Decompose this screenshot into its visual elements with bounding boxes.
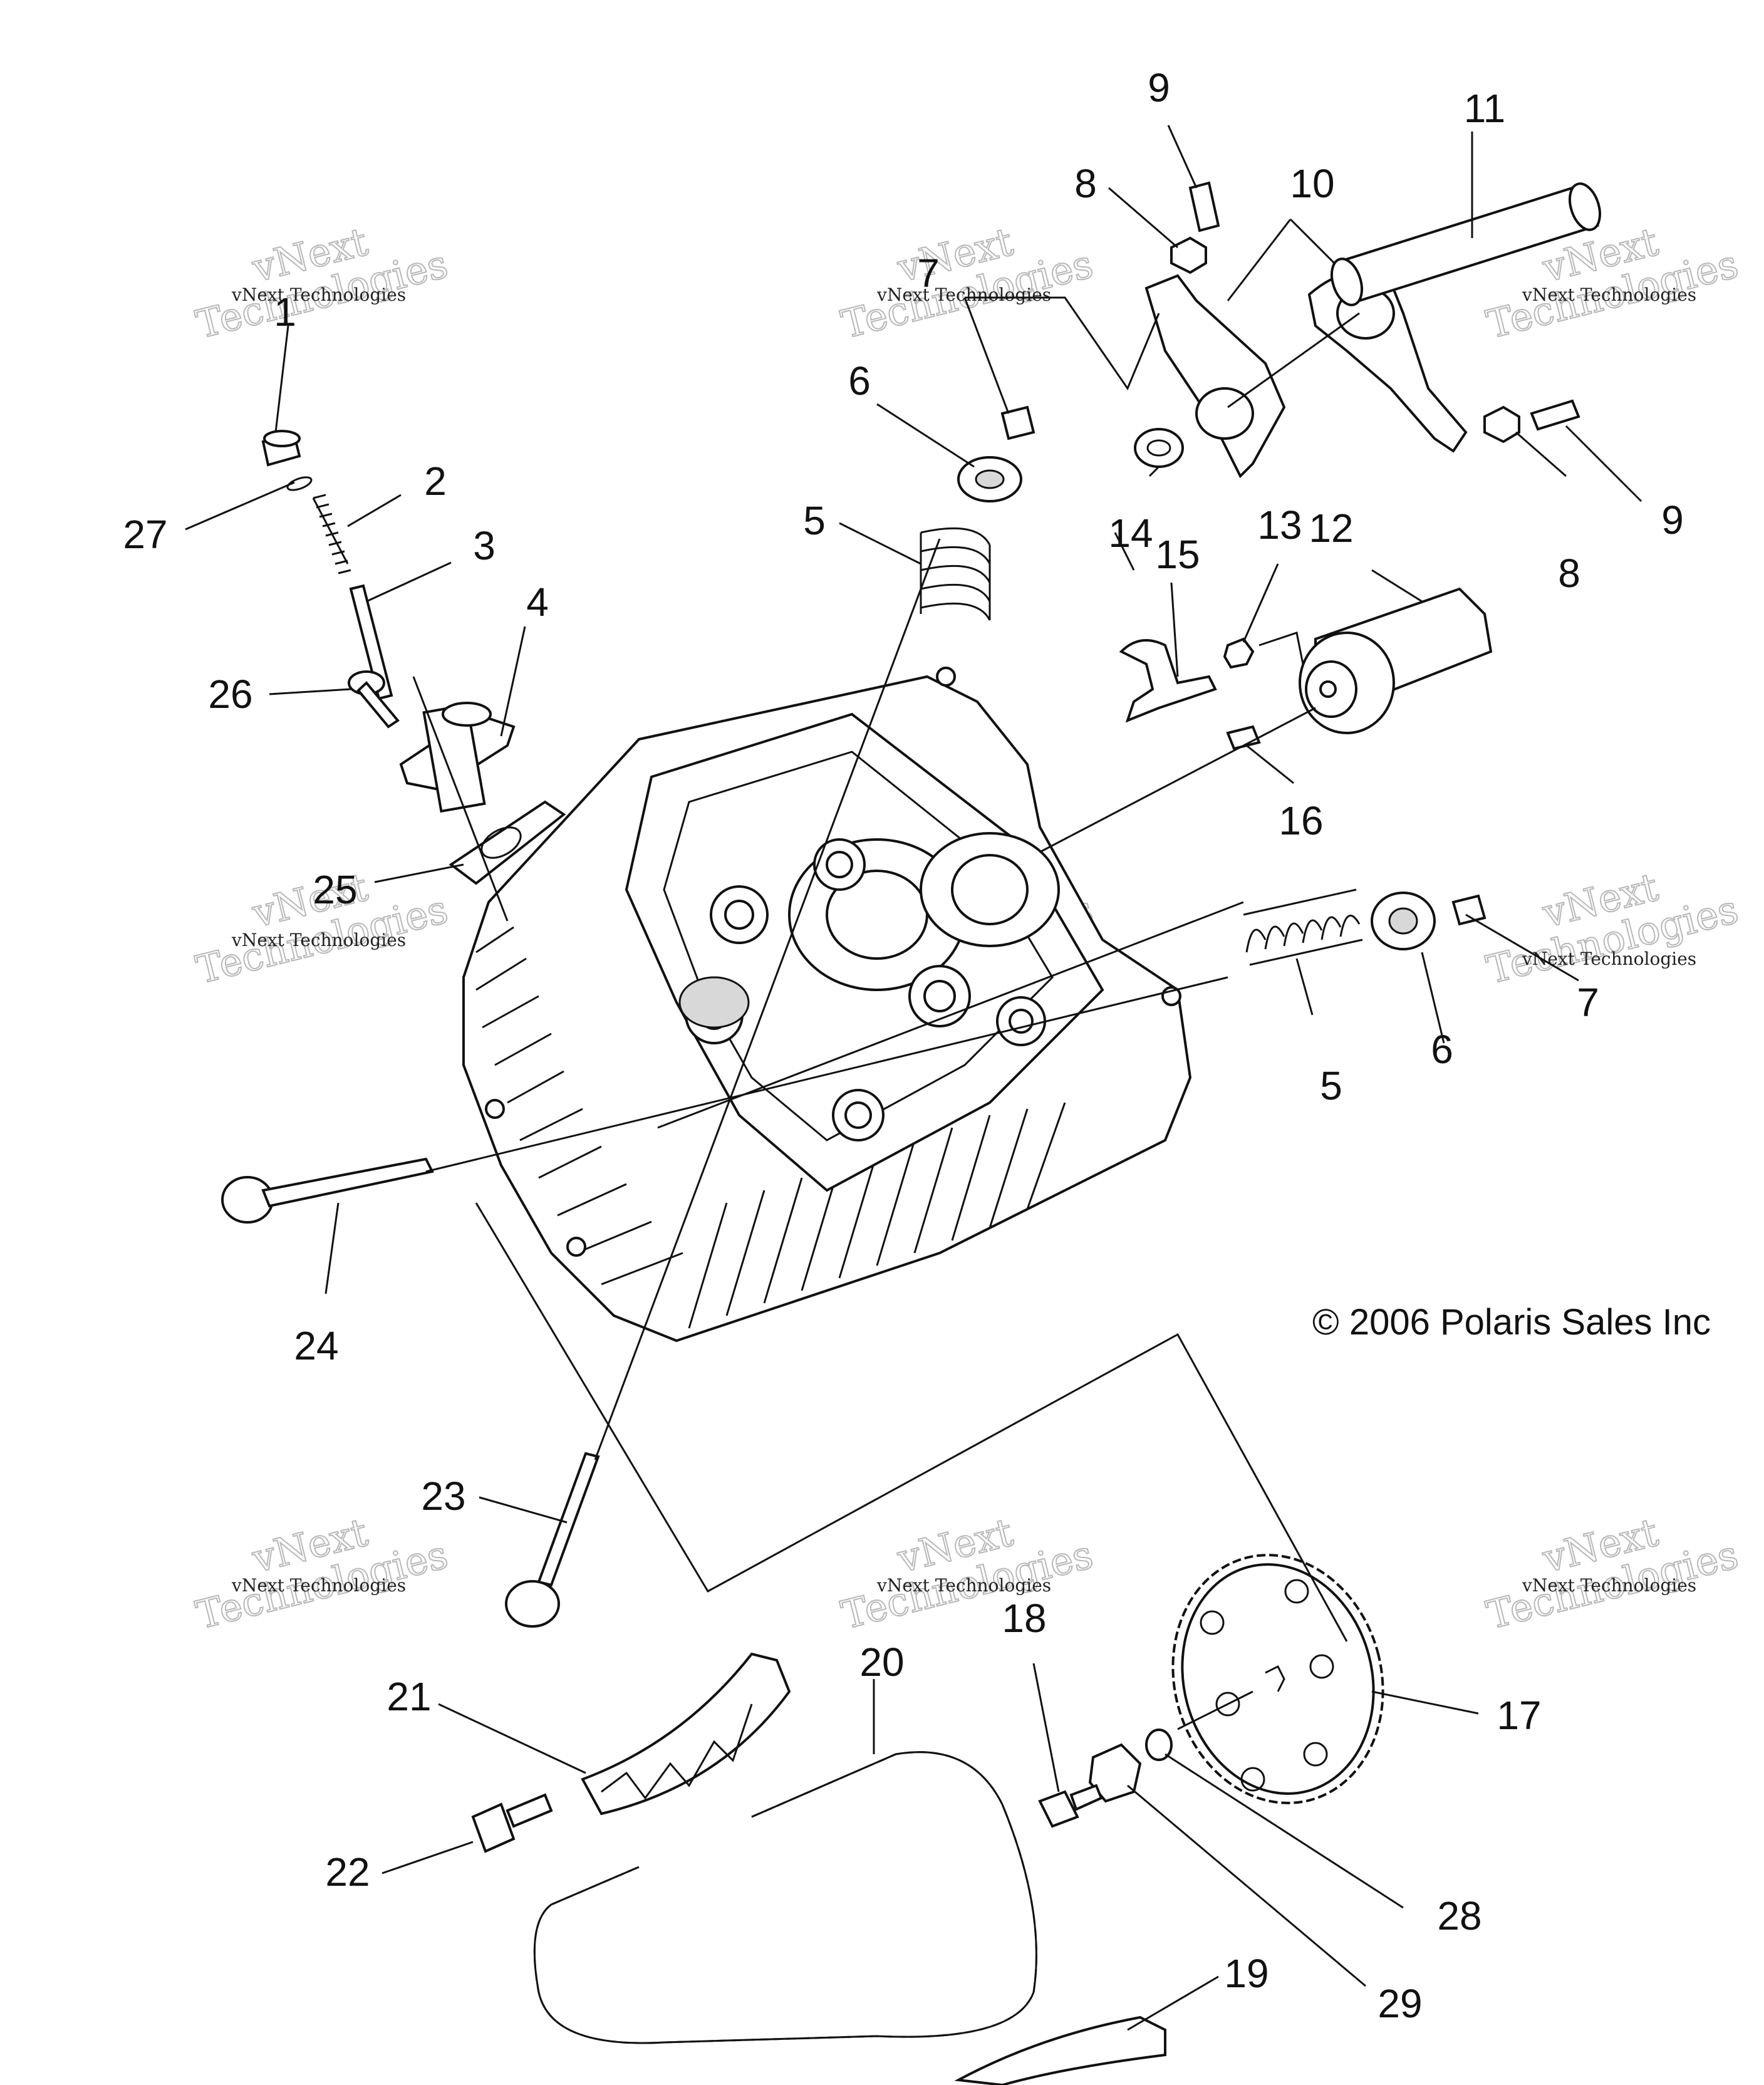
callout-15: 15 — [1155, 532, 1200, 577]
part-17-cam-sprocket — [1171, 1554, 1384, 1804]
svg-text:vNext Technologies: vNext Technologies — [231, 284, 406, 305]
part-21-chain-guide — [581, 1652, 791, 1816]
callout-9-upper: 9 — [1148, 65, 1170, 110]
callout-28: 28 — [1437, 1893, 1481, 1938]
part-25-gasket — [449, 800, 566, 885]
callout-25: 25 — [313, 867, 357, 912]
callout-23: 23 — [421, 1474, 465, 1519]
callout-11: 11 — [1464, 86, 1505, 131]
watermark-bottom-left: vNext Technologies vNext Technologies — [191, 1509, 453, 1639]
part-6-retainer-upper — [957, 456, 1022, 502]
callout-29: 29 — [1377, 1981, 1422, 2026]
part-5-valve-spring-upper — [920, 527, 991, 621]
leader-lines — [185, 125, 1642, 2031]
callout-7-lower: 7 — [1577, 980, 1599, 1025]
callout-12: 12 — [1309, 506, 1353, 551]
svg-text:vNext Technologies: vNext Technologies — [231, 930, 406, 950]
callout-20: 20 — [859, 1640, 904, 1685]
callout-8-lower: 8 — [1558, 551, 1580, 596]
watermark-bottom-right: vNext Technologies vNext Technologies — [1481, 1509, 1743, 1639]
part-27-o-ring — [286, 476, 313, 491]
part-5-valve-spring-lower — [1243, 888, 1363, 966]
part-10-rocker-arms — [1144, 271, 1468, 479]
part-15-decompressor — [1119, 639, 1217, 723]
callout-16: 16 — [1279, 798, 1323, 843]
callout-4: 4 — [526, 580, 549, 625]
part-2-spring — [312, 494, 351, 575]
part-12-camshaft — [1299, 587, 1493, 734]
callout-labels: 1 2 3 4 5 5 6 6 7 7 8 8 9 9 10 11 12 13 … — [123, 65, 1683, 2026]
svg-text:vNext Technologies: vNext Technologies — [1522, 284, 1696, 305]
part-8-nut-lower — [1483, 405, 1520, 444]
watermark-mid-right: vNext Technologies vNext Technologies — [1481, 863, 1743, 994]
part-8-nut-upper — [1170, 236, 1207, 274]
part-26-bolt — [348, 670, 400, 729]
part-19-chain-guide-lower — [954, 2015, 1166, 2085]
part-7-keeper-upper — [1000, 405, 1035, 440]
callout-6-upper: 6 — [848, 358, 871, 403]
callout-14: 14 — [1108, 511, 1153, 556]
svg-text:vNext Technologies: vNext Technologies — [1522, 949, 1696, 969]
callout-3: 3 — [473, 523, 495, 568]
callout-26: 26 — [208, 672, 252, 717]
callout-2: 2 — [424, 459, 447, 504]
part-3-pin — [349, 584, 393, 700]
part-16-dowel — [1226, 725, 1261, 751]
watermark-top-left: vNext Technologies vNext Technologies — [191, 218, 453, 348]
part-24-valve-exhaust — [221, 1157, 434, 1224]
watermark-bottom-center: vNext Technologies vNext Technologies — [836, 1509, 1098, 1639]
svg-text:vNext Technologies: vNext Technologies — [231, 1575, 406, 1596]
callout-8-upper: 8 — [1074, 161, 1097, 206]
part-23-valve-intake — [505, 1452, 600, 1628]
part-14-washer — [1134, 428, 1184, 468]
callout-18: 18 — [1002, 1596, 1046, 1641]
callout-21: 21 — [387, 1674, 431, 1719]
callout-5-upper: 5 — [803, 498, 826, 543]
callout-17: 17 — [1497, 1693, 1541, 1738]
part-9-screw-lower — [1530, 399, 1580, 431]
part-20-cam-chain — [533, 1751, 1037, 2044]
part-1-plug — [261, 430, 301, 467]
cylinder-head — [462, 667, 1192, 1343]
copyright-notice: © 2006 Polaris Sales Inc — [1312, 1302, 1711, 1343]
callout-22: 22 — [325, 1849, 370, 1895]
callout-7-upper: 7 — [917, 251, 940, 296]
svg-text:vNext Technologies: vNext Technologies — [876, 1575, 1051, 1596]
watermark-top-center: vNext Technologies vNext Technologies — [836, 218, 1098, 348]
part-18-bolt — [1038, 1784, 1103, 1828]
callout-10: 10 — [1290, 161, 1334, 206]
part-28-washer — [1145, 1729, 1173, 1761]
part-22-pivot-bolt — [471, 1793, 553, 1853]
part-7-keeper-lower — [1451, 894, 1486, 926]
callout-1: 1 — [274, 289, 296, 335]
callout-24: 24 — [294, 1323, 338, 1368]
part-6-retainer-lower — [1371, 892, 1436, 950]
part-11-rocker-shaft — [1331, 182, 1601, 306]
callout-19: 19 — [1224, 1951, 1269, 1996]
callout-13: 13 — [1257, 502, 1302, 548]
callout-5-lower: 5 — [1320, 1063, 1342, 1108]
part-9-screw-upper — [1188, 181, 1220, 232]
part-13-nut — [1223, 637, 1255, 669]
callout-6-lower: 6 — [1431, 1027, 1453, 1072]
parts — [221, 181, 1601, 2085]
svg-text:vNext Technologies: vNext Technologies — [1522, 1575, 1696, 1596]
callout-27: 27 — [123, 512, 167, 557]
part-4-tensioner — [399, 702, 516, 813]
svg-text:vNext Technologies: vNext Technologies — [876, 284, 1051, 305]
callout-9-lower: 9 — [1661, 497, 1684, 543]
